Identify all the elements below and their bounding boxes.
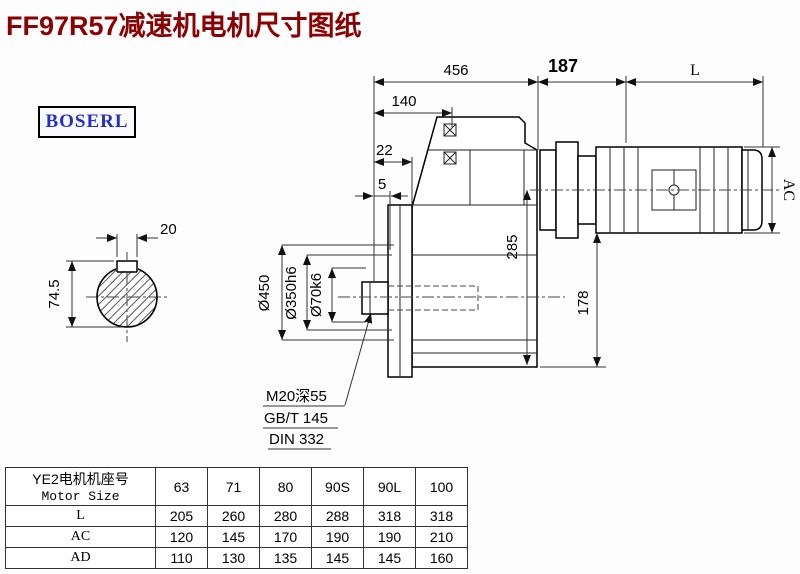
row-label: AC <box>5 526 156 548</box>
dim-140-label: 140 <box>391 93 416 110</box>
row-label: L <box>5 505 156 527</box>
size-col: 90S <box>311 467 364 506</box>
dia-70-label: Ø70k6 <box>308 273 325 317</box>
dim-20-label: 20 <box>160 221 177 238</box>
table-cell: 110 <box>155 547 208 569</box>
table-cell: 190 <box>363 526 416 548</box>
motor-size-header: YE2电机机座号 Motor Size <box>5 467 156 506</box>
note-gbt: GB/T 145 <box>264 410 328 427</box>
row-label: AD <box>5 547 156 569</box>
note-din: DIN 332 <box>269 431 324 448</box>
bolt-icon <box>443 123 457 165</box>
table-cell: 145 <box>363 547 416 569</box>
dim-L-label: L <box>690 62 700 79</box>
boserl-logo: BOSERL <box>38 106 136 138</box>
dim-AC-label: AC <box>780 179 797 201</box>
table-cell: 135 <box>259 547 312 569</box>
page-title: FF97R57减速机电机尺寸图纸 <box>6 11 362 41</box>
table-cell: 160 <box>415 547 468 569</box>
table-header-row: YE2电机机座号 Motor Size 63 71 80 90S 90L 100 <box>5 467 468 506</box>
size-col: 90L <box>363 467 416 506</box>
table-row: AC 120 145 170 190 190 210 <box>5 526 468 548</box>
size-col: 71 <box>207 467 260 506</box>
dim-456-label: 456 <box>443 62 468 79</box>
dim-22-label: 22 <box>376 142 393 159</box>
table-cell: 210 <box>415 526 468 548</box>
table-cell: 318 <box>415 505 468 527</box>
motor-size-header-en: Motor Size <box>41 489 120 504</box>
motor-side-view <box>530 141 782 239</box>
table-cell: 205 <box>155 505 208 527</box>
dimension-table: YE2电机机座号 Motor Size 63 71 80 90S 90L 100… <box>5 467 468 569</box>
table-cell: 318 <box>363 505 416 527</box>
table-cell: 170 <box>259 526 312 548</box>
keyway <box>116 260 138 273</box>
dim-285-label: 285 <box>504 234 521 259</box>
gear-housing <box>411 116 538 368</box>
table-cell: 288 <box>311 505 364 527</box>
shaft-section <box>96 266 158 328</box>
size-col: 63 <box>155 467 208 506</box>
dim-5-label: 5 <box>378 176 386 193</box>
gearbox-side-view <box>338 116 565 378</box>
dim-74-5-label: 74.5 <box>46 279 63 308</box>
dimensions: 456 187 L 140 22 5 AC 285 <box>256 56 797 450</box>
table-cell: 190 <box>311 526 364 548</box>
motor-size-header-cn: YE2电机机座号 <box>32 471 129 487</box>
table-cell: 145 <box>311 547 364 569</box>
dim-178-label: 178 <box>575 290 592 315</box>
dim-187-label: 187 <box>548 56 578 76</box>
table-cell: 145 <box>207 526 260 548</box>
table-row: L 205 260 280 288 318 318 <box>5 505 468 527</box>
size-col: 80 <box>259 467 312 506</box>
table-cell: 130 <box>207 547 260 569</box>
table-cell: 260 <box>207 505 260 527</box>
size-col: 100 <box>415 467 468 506</box>
dia-350-label: Ø350h6 <box>283 266 300 319</box>
technical-drawing: 20 74.5 <box>46 56 797 450</box>
table-row: AD 110 130 135 145 145 160 <box>5 547 468 569</box>
table-cell: 280 <box>259 505 312 527</box>
output-shaft <box>361 281 389 315</box>
note-thread: M20深55 <box>266 388 327 405</box>
shaft-end-view: 20 74.5 <box>46 221 177 342</box>
dia-450-label: Ø450 <box>256 275 273 312</box>
table-cell: 120 <box>155 526 208 548</box>
